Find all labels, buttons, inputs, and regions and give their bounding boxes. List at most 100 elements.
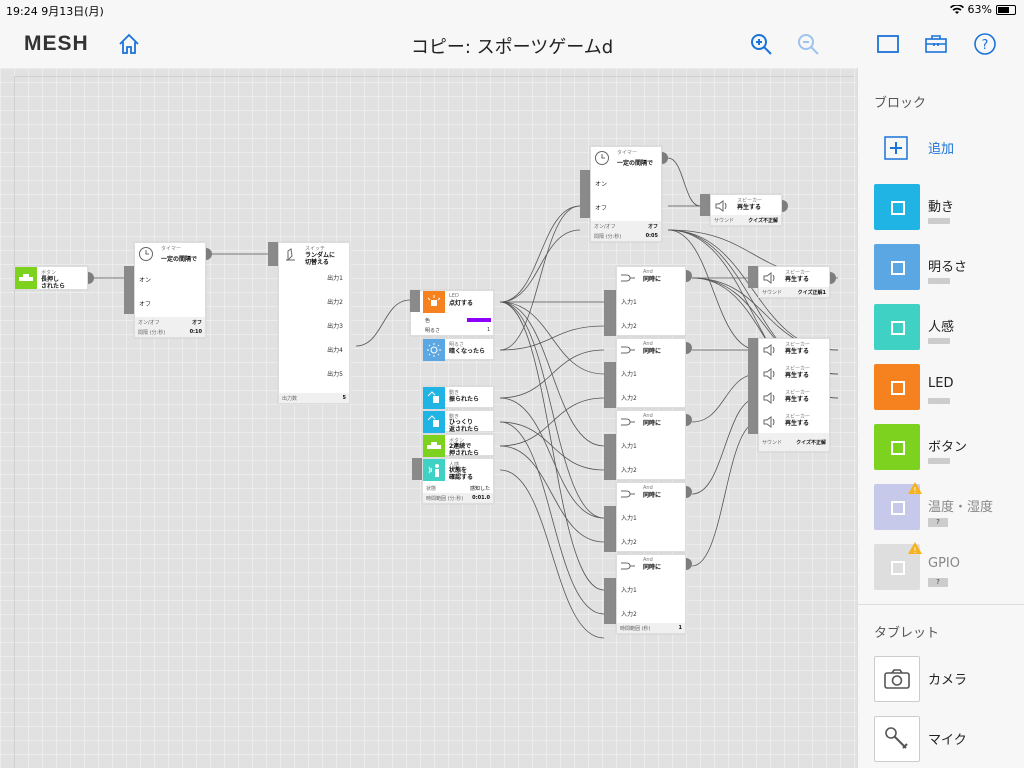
output-port[interactable] (206, 248, 212, 260)
and-block[interactable]: And 同時に 入力1 入力2 (616, 266, 686, 336)
toolbox-icon[interactable] (923, 31, 949, 57)
brightness-block[interactable]: 明るさ 暗くなったら (422, 338, 494, 361)
output-port[interactable] (830, 272, 836, 284)
palette-block-1[interactable] (874, 244, 920, 290)
motion-block-shake[interactable]: 動き 振られたら (422, 386, 494, 409)
status-bar: 19:24 9月13日(月) 63% (0, 0, 1024, 20)
and-block[interactable]: And 同時に 入力1 入力2 (616, 410, 686, 480)
status-badge: ? (928, 518, 948, 527)
palette-label: LED (928, 376, 954, 391)
and-icon (617, 339, 639, 361)
block-icon (891, 261, 905, 275)
panel-toggle-icon[interactable] (875, 31, 901, 57)
wire (691, 421, 759, 567)
block-icon (891, 321, 905, 335)
output-port[interactable] (686, 342, 692, 354)
input-port[interactable] (604, 434, 616, 480)
output-port[interactable] (686, 270, 692, 282)
zoom-in-icon[interactable] (748, 31, 774, 57)
home-icon[interactable] (116, 31, 142, 57)
palette-label: ボタン (928, 440, 968, 455)
input-port[interactable] (124, 266, 134, 314)
speaker-block-2[interactable]: スピーカー 再生する サウンドクイズ正解1 (758, 266, 830, 298)
and-block[interactable]: And 同時に 入力1 入力2 (616, 482, 686, 552)
camera-block-button[interactable] (874, 656, 920, 702)
palette-block-5[interactable]: ! (874, 482, 922, 530)
input-port[interactable] (748, 266, 758, 288)
add-block-button[interactable]: 追加 (874, 128, 1014, 166)
status-badge: ? (928, 578, 948, 587)
input-port[interactable] (604, 506, 616, 552)
button-icon (423, 435, 445, 457)
clock-icon (591, 147, 613, 169)
wire (499, 301, 605, 519)
palette-label: 明るさ (928, 260, 968, 275)
timer-block-2[interactable]: タイマー 一定の間隔で オン オフ オン/オフオフ 間隔 (分:秒)0:05 (590, 146, 662, 242)
microphone-icon (885, 727, 908, 749)
block-icon (891, 501, 905, 515)
mic-block-button[interactable] (874, 716, 920, 762)
block-icon (891, 441, 905, 455)
output-port[interactable] (662, 152, 668, 164)
warning-icon: ! (908, 482, 922, 494)
wire (499, 421, 605, 471)
svg-text:!: ! (913, 486, 916, 494)
palette-block-2[interactable] (874, 304, 920, 350)
clock-icon (135, 243, 157, 265)
battery-icon (996, 4, 1016, 15)
speaker-block-1[interactable]: スピーカー 再生する サウンドクイズ不正解 (710, 194, 782, 226)
wire (355, 299, 411, 347)
input-port[interactable] (604, 290, 616, 336)
palette-block-6[interactable]: ! (874, 542, 922, 590)
input-port[interactable] (604, 362, 616, 408)
block-icon (891, 381, 905, 395)
speaker-block-stack[interactable]: スピーカー 再生する スピーカー 再生する スピーカー 再生する スピーカー 再… (758, 338, 830, 452)
svg-text:!: ! (913, 546, 916, 554)
speaker-icon (711, 195, 733, 217)
help-icon[interactable]: ? (972, 31, 998, 57)
palette-block-0[interactable] (874, 184, 920, 230)
wifi-icon (949, 4, 964, 14)
wire (499, 325, 605, 351)
led-block[interactable]: LED 点灯する 色 明るさ 1 (410, 290, 494, 336)
recipe-canvas[interactable]: ボタン 長押し されたら タイマー 一定の間隔で オン オフ オン/オフオフ 間… (0, 68, 857, 768)
human-sensor-block[interactable]: 人感 状態を 確認する 状態感知した 時間範囲 (分:秒)0:01.0 (422, 458, 494, 504)
motion-block-flip[interactable]: 動き ひっくり 返されたら (422, 410, 494, 433)
warning-icon: ! (908, 542, 922, 554)
and-icon (617, 267, 639, 289)
battery-indicator (928, 338, 950, 344)
output-port[interactable] (686, 486, 692, 498)
wire (667, 229, 759, 351)
zoom-out-icon[interactable] (795, 31, 821, 57)
palette-block-4[interactable] (874, 424, 920, 470)
input-port[interactable] (412, 458, 422, 480)
input-port[interactable] (700, 194, 710, 216)
plus-icon (884, 136, 908, 160)
input-port[interactable] (580, 170, 590, 218)
app-logo: MESH (24, 32, 89, 55)
palette-block-3[interactable] (874, 364, 920, 410)
button-block-double[interactable]: ボタン 2連続で 押されたら (422, 434, 494, 457)
input-port[interactable] (604, 578, 616, 624)
input-port[interactable] (268, 242, 278, 266)
switch-icon (279, 243, 301, 265)
mic-label: マイク (928, 733, 967, 748)
battery-indicator (928, 398, 950, 404)
input-port[interactable] (410, 290, 420, 312)
timer-block-1[interactable]: タイマー 一定の間隔で オン オフ オン/オフオフ 間隔 (分:秒)0:10 (134, 242, 206, 338)
page-title: コピー: スポーツゲームd (410, 37, 614, 58)
and-block[interactable]: And 同時に 入力1 入力2 (616, 338, 686, 408)
palette-label: GPIO (928, 556, 960, 571)
button-block-long-press[interactable]: ボタン 長押し されたら (14, 266, 88, 290)
camera-label: カメラ (928, 673, 968, 688)
input-port[interactable] (748, 338, 758, 434)
output-port[interactable] (782, 200, 788, 212)
button-icon (15, 267, 37, 289)
led-color-swatch[interactable] (467, 318, 491, 322)
motion-icon (423, 411, 445, 433)
output-port[interactable] (88, 272, 94, 284)
output-port[interactable] (686, 414, 692, 426)
output-port[interactable] (686, 558, 692, 570)
